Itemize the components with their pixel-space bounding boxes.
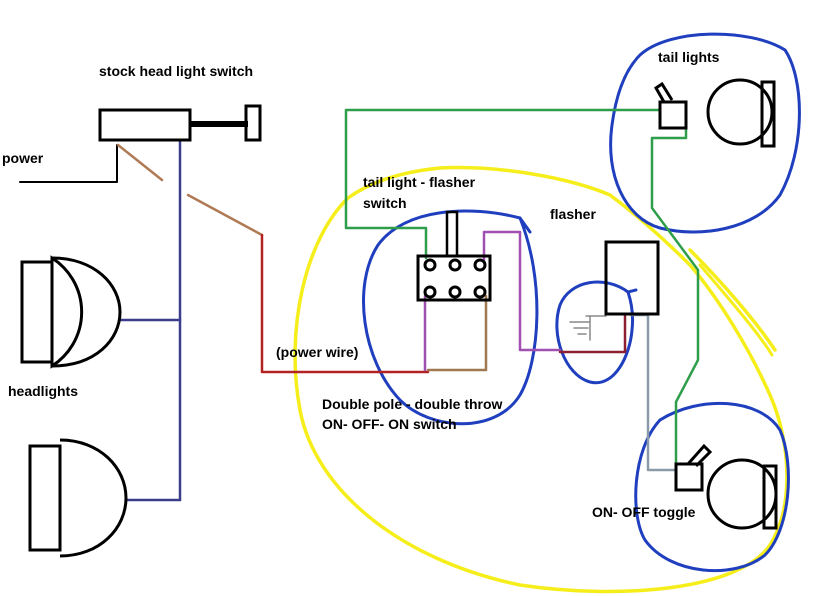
label-power-wire: (power wire): [276, 344, 358, 360]
headlight-2-dome-arc: [59, 438, 128, 558]
wire-green-top: [344, 108, 662, 260]
headlight-2: [28, 438, 128, 558]
tail-light-top-toggle-lever: [654, 81, 674, 103]
headlight-2-lens: [28, 444, 62, 552]
wire-purple-top: [482, 230, 562, 352]
label-flasher-switch-line1: tail light - flasher: [363, 174, 476, 190]
tail-light-top-lamp: [706, 78, 774, 146]
wire-brown-2: [186, 193, 264, 237]
label-dpdt-line2: ON- OFF- ON switch: [322, 416, 457, 432]
label-headlights: headlights: [8, 383, 78, 399]
headlight-1-lens: [20, 260, 54, 364]
dpdt-terminal-5: [448, 285, 462, 299]
dpdt-terminal-1: [423, 258, 437, 272]
label-tail-lights: tail lights: [658, 49, 720, 65]
wire-green-tail-to-toggle: [650, 126, 700, 472]
wires: [19, 108, 700, 502]
label-flasher-switch-line2: switch: [363, 195, 407, 211]
tail-light-bottom-lamp: [706, 458, 778, 530]
blue-circle-tail-lights: [609, 32, 801, 234]
yellow-outline-double: [688, 248, 777, 352]
label-dpdt-line1: Double pole - double throw: [322, 396, 503, 412]
blue-circles: [362, 32, 801, 573]
tail-light-top: [654, 78, 776, 148]
yellow-outline: [293, 165, 789, 594]
blue-circle-flasher-switch: [362, 209, 539, 426]
tail-light-top-lens: [760, 80, 776, 148]
label-power: power: [2, 150, 44, 166]
switch-knob: [244, 104, 262, 142]
ground-symbol: [569, 315, 607, 341]
tail-light-bottom-toggle-box: [674, 462, 704, 492]
dpdt-switch: [416, 210, 492, 302]
wire-flasher-red: [558, 313, 627, 354]
wire-tan: [426, 294, 488, 372]
flasher-unit: [604, 240, 660, 316]
tail-light-bottom-lens: [762, 464, 778, 530]
dpdt-switch-lever: [445, 210, 459, 258]
tail-light-bottom: [674, 443, 778, 530]
switch-body: [98, 108, 192, 142]
yellow-outline-stroke: [293, 165, 789, 594]
headlight-1-dome-arc: [51, 256, 122, 368]
label-stock-head-light-switch: stock head light switch: [99, 63, 253, 79]
wire-red-power: [260, 233, 430, 374]
dpdt-terminal-2: [448, 258, 462, 272]
headlight-1-dome: [50, 255, 84, 369]
blue-circle-toggle: [634, 401, 790, 573]
flasher-body: [604, 240, 660, 316]
tail-light-top-toggle-box: [658, 100, 688, 130]
wire-power-black: [19, 144, 118, 183]
wire-brown-1: [116, 143, 164, 182]
stock-head-light-switch: [98, 104, 262, 142]
dpdt-terminal-6: [473, 285, 487, 299]
blue-circle-flasher: [555, 280, 638, 385]
label-flasher: flasher: [550, 206, 596, 222]
yellow-outline-double-2: [698, 263, 774, 357]
dpdt-terminal-3: [473, 258, 487, 272]
headlight-1: [20, 255, 122, 369]
dpdt-terminal-4: [423, 285, 437, 299]
dpdt-switch-body: [416, 254, 492, 302]
label-on-off-toggle: ON- OFF toggle: [592, 504, 696, 520]
wire-gray: [629, 313, 678, 472]
tail-light-bottom-toggle-lever: [686, 443, 713, 468]
